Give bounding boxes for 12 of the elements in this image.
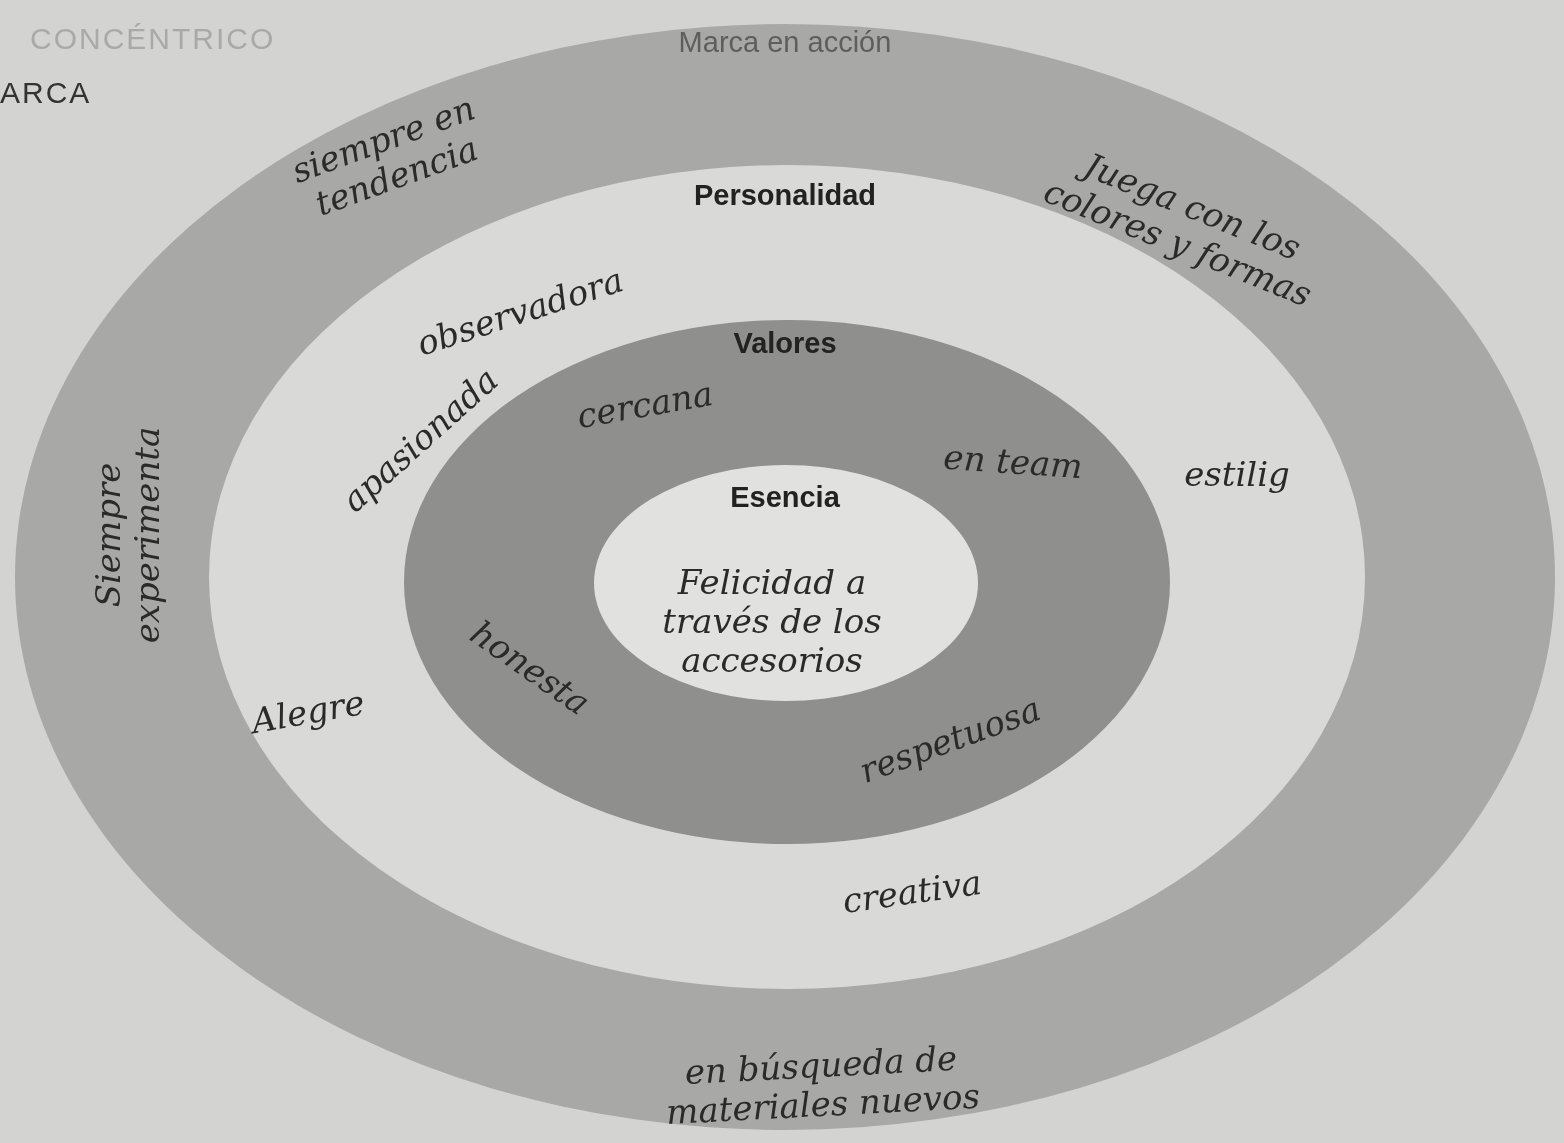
handwritten-note: Alegre bbox=[248, 682, 368, 742]
ring-title: Valores bbox=[733, 326, 837, 360]
handwritten-note: en team bbox=[942, 437, 1084, 487]
handwritten-note: cercana bbox=[574, 373, 716, 437]
ring-title: Marca en acción bbox=[678, 25, 892, 59]
ring-title: Personalidad bbox=[693, 178, 877, 212]
handwritten-note: en búsqueda de materiales nuevos bbox=[664, 1036, 982, 1135]
handwritten-note: Siempre experimenta bbox=[88, 425, 168, 645]
ring-title: Esencia bbox=[730, 480, 840, 514]
handwritten-note: creativa bbox=[840, 862, 984, 922]
handwritten-note: estilig bbox=[1184, 455, 1290, 495]
heading-text: ARCA bbox=[0, 76, 92, 110]
